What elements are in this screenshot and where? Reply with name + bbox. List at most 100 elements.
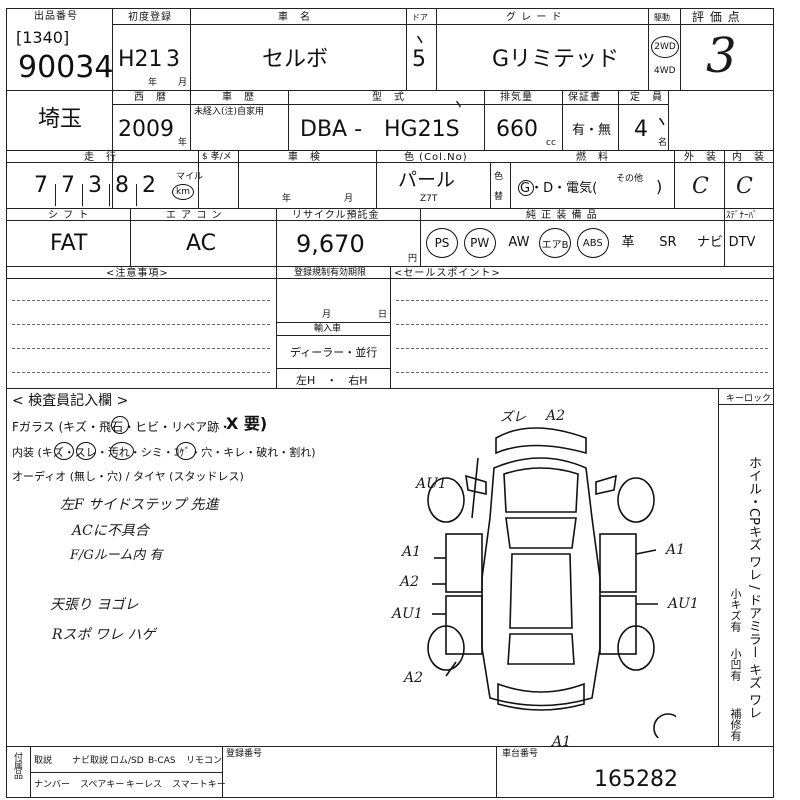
mileage-digit: 8 bbox=[115, 173, 129, 198]
divider bbox=[190, 90, 191, 150]
grade-label: グ レ ー ド bbox=[506, 12, 563, 23]
interior-label: 内 装 bbox=[732, 152, 765, 163]
inspector-title: < 検査員記入欄 > bbox=[12, 393, 129, 409]
car-body-outline bbox=[481, 457, 601, 707]
car-wheel-front-left bbox=[427, 477, 465, 523]
shift-type: FAT bbox=[50, 231, 88, 256]
divider bbox=[6, 220, 774, 221]
side-note-3: 補修有 bbox=[729, 708, 742, 741]
equipment-1: PW bbox=[463, 228, 496, 258]
model-year: 2009 bbox=[118, 117, 174, 142]
year-unit-2: 年 bbox=[178, 138, 188, 148]
history-sub: 未経入(注)自家用 bbox=[194, 107, 265, 117]
meter-label: $ 孝/メ bbox=[202, 152, 232, 162]
accessories-label: 付属品 bbox=[12, 752, 22, 779]
divider bbox=[724, 150, 725, 208]
car-right-front-door bbox=[599, 533, 637, 593]
divider bbox=[238, 150, 239, 208]
accessory-top-0: 取説 bbox=[34, 756, 53, 766]
hand-note-2: ACに不具合 bbox=[72, 523, 149, 539]
hand-note-5: Rスポ ワレ ハゲ bbox=[52, 627, 156, 643]
digit-separator bbox=[109, 184, 110, 206]
equipment-2: AW bbox=[508, 235, 530, 250]
divider bbox=[112, 104, 668, 105]
divider bbox=[668, 90, 669, 150]
audio-tire-line: オーディオ (無し・穴) / タイヤ (スタッドレス) bbox=[12, 470, 244, 483]
spare-tire-icon bbox=[653, 713, 676, 738]
divider bbox=[718, 404, 774, 405]
accessory-top-2: ロム/SD bbox=[110, 756, 144, 766]
recycle-unit: 円 bbox=[408, 254, 418, 264]
capacity-tick: ヽ bbox=[652, 112, 669, 131]
warranty-label: 保証書 bbox=[568, 92, 601, 103]
door-tick: ヽ bbox=[410, 30, 427, 49]
car-left-mirror bbox=[465, 474, 487, 495]
tuner-label: ｽﾃﾞﾅｰﾊﾞ bbox=[726, 211, 758, 221]
divider bbox=[674, 150, 675, 208]
divider bbox=[276, 335, 390, 336]
digit-separator bbox=[55, 184, 56, 206]
car-wheel-rear-left bbox=[427, 625, 465, 671]
recycle-fee: 9,670 bbox=[296, 230, 365, 258]
prefecture: 埼玉 bbox=[38, 107, 83, 132]
equipment-5: 革 bbox=[621, 235, 635, 250]
recycle-label: リサイクル預託金 bbox=[292, 210, 380, 221]
dotted-line bbox=[396, 348, 768, 349]
cc-unit: cc bbox=[546, 138, 556, 148]
year-label: 西 暦 bbox=[134, 92, 167, 103]
mark-zure: ズレ bbox=[500, 410, 527, 425]
import-label: 輸入車 bbox=[314, 324, 342, 334]
year-unit: 年 bbox=[148, 78, 158, 88]
km-unit-circled: km bbox=[172, 184, 194, 200]
inspection-label: 車 検 bbox=[288, 152, 321, 163]
side-note-2: 小凹有 bbox=[729, 648, 742, 681]
equipment-3: エアB bbox=[539, 228, 572, 258]
car-wheel-front-right bbox=[617, 477, 655, 523]
divider bbox=[276, 368, 390, 369]
divider bbox=[6, 746, 774, 747]
fuel-label: 燃 料 bbox=[576, 152, 609, 163]
accessory-top-1: ナビ取説 bbox=[72, 756, 109, 766]
mark-a1-rear: A1 bbox=[552, 734, 572, 750]
divider bbox=[724, 208, 725, 266]
door-count: 5 bbox=[412, 47, 426, 72]
chassis-label: 車台番号 bbox=[502, 749, 539, 759]
rub-circle bbox=[76, 442, 96, 460]
divider bbox=[30, 772, 222, 773]
equipment-7: ナビ bbox=[696, 235, 723, 250]
divider bbox=[718, 388, 719, 746]
divider bbox=[6, 90, 774, 91]
stone-chip-circle bbox=[111, 416, 129, 434]
car-left-front-door bbox=[445, 533, 483, 593]
hand-note-4: 天張り ヨゴレ bbox=[50, 597, 139, 613]
divider bbox=[6, 208, 774, 209]
drive-2wd-circled: 2WD bbox=[651, 36, 679, 58]
side-note-1: 小キズ有 bbox=[729, 588, 742, 632]
accessory-bottom-2: キーレス bbox=[126, 780, 163, 790]
moss-circle bbox=[176, 442, 196, 460]
capacity: 4 bbox=[634, 117, 648, 142]
mileage-digit: 2 bbox=[142, 173, 156, 198]
first-reg-month: 3 bbox=[166, 47, 180, 72]
mark-a1-left: A1 bbox=[402, 544, 422, 560]
accessory-bottom-0: ナンバー bbox=[34, 780, 71, 790]
divider bbox=[130, 208, 131, 266]
mileage-digit: 7 bbox=[34, 173, 48, 198]
divider bbox=[6, 150, 774, 151]
fuel-other: その他 bbox=[616, 174, 644, 184]
dealer-options: ディーラー・並行 bbox=[290, 346, 378, 359]
lot-code: [1340] bbox=[16, 28, 70, 47]
inspection-month-unit: 月 bbox=[344, 194, 354, 204]
car-name: セルボ bbox=[262, 47, 329, 72]
fuel-options: G・D・電気( bbox=[520, 181, 598, 196]
dotted-line bbox=[12, 372, 270, 373]
model-code: DBA - HG21S bbox=[300, 117, 460, 142]
mileage-digit: 7 bbox=[61, 173, 75, 198]
warranty-options: 有・無 bbox=[572, 123, 612, 138]
accessory-bottom-3: スマートキー bbox=[172, 780, 226, 790]
car-rear-window bbox=[507, 633, 575, 665]
divider bbox=[276, 266, 277, 388]
hand-note-1: 左F サイドステップ 先進 bbox=[60, 497, 219, 513]
divider bbox=[112, 8, 113, 208]
first-reg-label: 初度登録 bbox=[128, 12, 172, 23]
